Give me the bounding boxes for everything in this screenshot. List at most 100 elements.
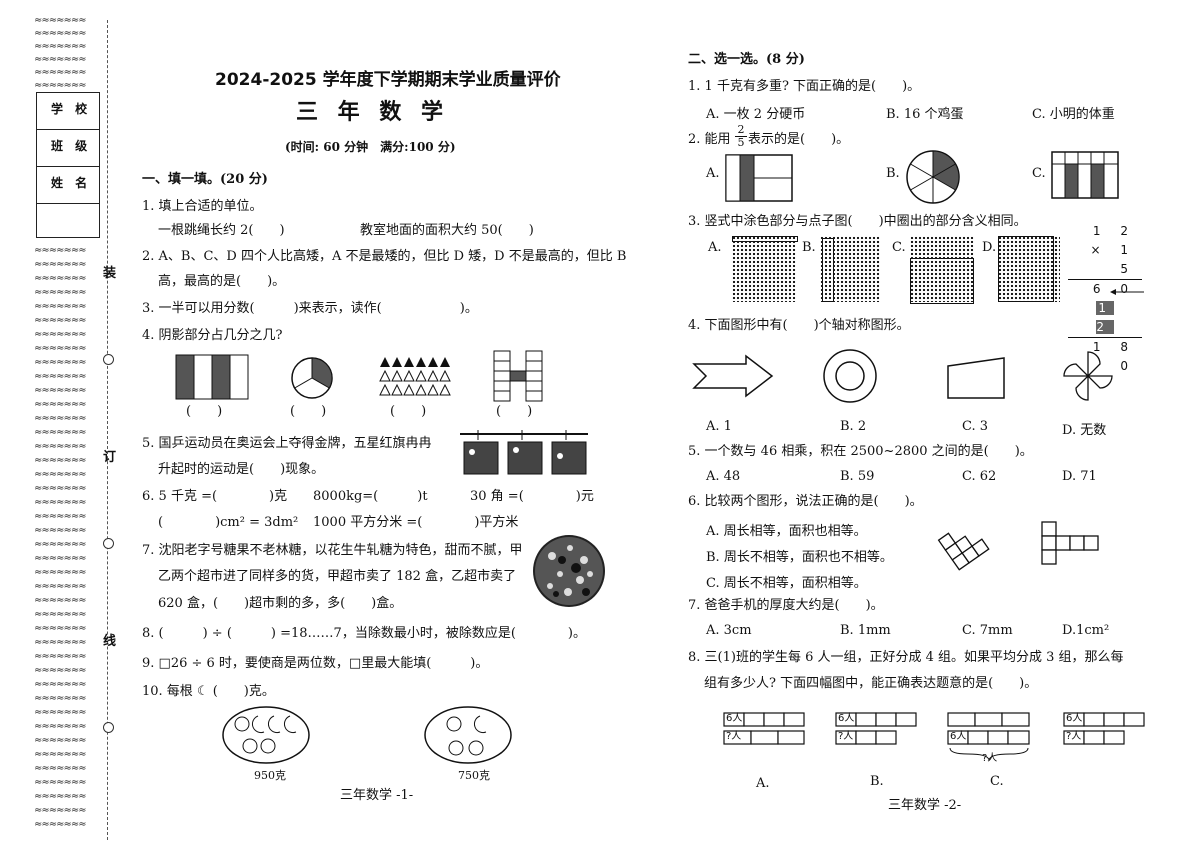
q1-9-text: 9. □26 ÷ 6 时，要使商是两位数，□里最大能填( )。 <box>142 656 489 671</box>
q2-3-option-a[interactable]: A. <box>708 240 722 255</box>
q2-3-text: 3. 竖式中涂色部分与点子图( )中圈出的部分含义相同。 <box>688 214 1027 229</box>
dot-grid-c-highlight <box>910 258 974 304</box>
q2-7-option-d[interactable]: D.1cm² <box>1062 623 1110 638</box>
decorative-border-top: ≈≈≈≈≈≈≈≈≈≈≈≈≈≈≈≈≈≈≈≈≈≈≈≈≈≈≈≈≈≈≈≈≈≈≈≈≈≈≈≈… <box>34 15 87 91</box>
dot-grid-c <box>910 236 974 302</box>
ring-shape-figure <box>823 349 877 403</box>
q2-5-option-a[interactable]: A. 48 <box>706 469 741 484</box>
q1-6a-text: 6. 5 千克 =( )克 <box>142 489 288 504</box>
q2-8-option-a[interactable]: A. <box>756 776 770 791</box>
bar-diagram-a <box>723 712 805 745</box>
q2-2-figure-c <box>1051 151 1119 199</box>
q1-4c-blank[interactable]: ( ) <box>390 404 427 419</box>
page-2-footer: 三年数学 -2- <box>888 798 962 813</box>
q2-8-option-c[interactable]: C. <box>990 774 1004 789</box>
q2-4-option-d[interactable]: D. 无数 <box>1062 423 1107 438</box>
q2-2-option-c[interactable]: C. <box>1032 166 1046 181</box>
q1-6b-text: 8000kg=( )t <box>313 489 428 504</box>
q1-4d-blank[interactable]: ( ) <box>496 404 533 419</box>
q2-1-text: 1. 1 千克有多重? 下面正确的是( )。 <box>688 79 921 94</box>
bar-c-label-q: ?人 <box>982 753 998 764</box>
vm-row-5: 1 8 0 <box>1068 337 1142 376</box>
dot-grid-a <box>732 236 796 302</box>
q2-4-option-c[interactable]: C. 3 <box>962 419 989 434</box>
binding-hole <box>103 722 114 733</box>
q1-4b-blank[interactable]: ( ) <box>290 404 327 419</box>
exam-meta: (时间: 60 分钟 满分:100 分) <box>285 140 456 154</box>
exam-title: 2024-2025 学年度下学期期末学业质量评价 <box>215 70 561 90</box>
dot-grid-d <box>998 236 1060 302</box>
q1-3-text: 3. 一半可以用分数( )来表示，读作( )。 <box>142 301 478 316</box>
school-label: 学 校 <box>51 102 92 116</box>
shaded-circle-figure <box>291 357 333 399</box>
q2-4-option-a[interactable]: A. 1 <box>706 419 732 434</box>
q1-10-text: 10. 每根 ☾ ( )克。 <box>142 684 275 699</box>
weight-750-label: 750克 <box>458 769 490 782</box>
q2-5-option-c[interactable]: C. 62 <box>962 469 997 484</box>
blank-field <box>37 204 99 240</box>
q2-6-option-c[interactable]: C. 周长不相等，面积相等。 <box>706 576 867 591</box>
q2-5-option-b[interactable]: B. 59 <box>840 469 875 484</box>
name-field[interactable]: 姓 名 <box>37 167 99 204</box>
name-label: 姓 名 <box>51 176 92 190</box>
q1-5-text: 5. 国乒运动员在奥运会上夺得金牌，五星红旗冉冉 <box>142 436 432 451</box>
q2-6-option-b[interactable]: B. 周长不相等，面积也不相等。 <box>706 550 893 565</box>
q2-4-option-b[interactable]: B. 2 <box>840 419 867 434</box>
dot-grid-a-highlight <box>732 236 798 242</box>
vm-row-1: 1 2 <box>1092 224 1136 238</box>
q1-5-text-cont: 升起时的运动是( )现象。 <box>158 462 325 477</box>
q1-7-text: 7. 沈阳老字号糖果不老林糖，以花生牛轧糖为特色，甜而不腻，甲 <box>142 543 523 558</box>
q2-7-option-b[interactable]: B. 1mm <box>840 623 891 638</box>
section-1-heading: 一、填一填。(20 分) <box>142 172 268 187</box>
q2-2-option-a[interactable]: A. <box>706 166 720 181</box>
plate-750-figure <box>424 706 512 764</box>
q2-8-option-b[interactable]: B. <box>870 774 884 789</box>
q2-8-text: 8. 三(1)班的学生每 6 人一组，正好分成 4 组。如果平均分成 3 组，那… <box>688 650 1124 665</box>
dot-grid-d-highlight <box>998 236 1054 302</box>
dot-grid-b-highlight <box>822 238 834 302</box>
q2-6-option-a[interactable]: A. 周长相等，面积也相等。 <box>706 524 867 539</box>
q2-7-text: 7. 爸爸手机的厚度大约是( )。 <box>688 598 884 613</box>
q1-8-text: 8. ( ) ÷ ( ) =18……7，当除数最小时，被除数应是( )。 <box>142 626 586 641</box>
t-shape-squares-figure <box>1041 521 1099 565</box>
q2-3-option-d[interactable]: D. <box>982 240 997 255</box>
bar-d-label-q: ?人 <box>1066 731 1082 742</box>
q2-7-option-c[interactable]: C. 7mm <box>962 623 1013 638</box>
q2-3-option-b[interactable]: B. <box>802 240 816 255</box>
q2-7-option-a[interactable]: A. 3cm <box>706 623 752 638</box>
q2-3-option-c[interactable]: C. <box>892 240 906 255</box>
l-shape-squares-figure <box>937 532 990 571</box>
q2-8-text-cont: 组有多少人? 下面四幅图中，能正确表达题意的是( )。 <box>704 676 1038 691</box>
bar-diagram-c <box>947 712 1030 761</box>
q2-1-option-c[interactable]: C. 小明的体重 <box>1032 107 1115 122</box>
q1-6c-text: 30 角 =( )元 <box>470 489 594 504</box>
q1-7-text-cont: 乙两个超市进了同样多的货，甲超市卖了 182 盒，乙超市卖了 <box>158 569 517 584</box>
q2-2-option-b[interactable]: B. <box>886 166 900 181</box>
fraction-numerator: 2 <box>737 123 745 136</box>
shaded-rectangle-figure <box>175 354 249 400</box>
pinwheel-shape-figure <box>1063 351 1113 401</box>
q2-1-option-b[interactable]: B. 16 个鸡蛋 <box>886 107 964 122</box>
q2-1-option-a[interactable]: A. 一枚 2 分硬币 <box>706 107 806 122</box>
q2-2-figure-b <box>906 150 960 204</box>
q2-5-option-d[interactable]: D. 71 <box>1062 469 1097 484</box>
vm-row-4: 1 2 <box>1068 299 1142 337</box>
bar-a-label-6: 6人 <box>726 713 743 724</box>
vm-shaded-part: 1 2 <box>1096 301 1114 334</box>
page-1-footer: 三年数学 -1- <box>340 788 414 803</box>
q2-2-figure-a <box>725 154 793 202</box>
candy-plate-image <box>533 535 605 607</box>
bar-a-label-q: ?人 <box>726 731 742 742</box>
q1-4a-blank[interactable]: ( ) <box>186 404 223 419</box>
bar-b-label-q: ?人 <box>838 731 854 742</box>
class-field[interactable]: 班 级 <box>37 130 99 167</box>
q2-2-text-pre: 2. 能用 <box>688 132 731 147</box>
binding-line <box>107 20 108 840</box>
bar-diagram-b <box>835 712 917 745</box>
decorative-border-bottom: ≈≈≈≈≈≈≈≈≈≈≈≈≈≈≈≈≈≈≈≈≈≈≈≈≈≈≈≈≈≈≈≈≈≈≈≈≈≈≈≈… <box>34 245 87 830</box>
q1-2-text: 2. A、B、C、D 四个人比高矮，A 不是最矮的，但比 D 矮，D 不是最高的… <box>142 249 627 264</box>
triangle-array-figure <box>379 357 451 396</box>
school-field[interactable]: 学 校 <box>37 93 99 130</box>
binding-char-ding: 订 <box>103 450 117 465</box>
fraction-denominator: 5 <box>735 136 747 149</box>
